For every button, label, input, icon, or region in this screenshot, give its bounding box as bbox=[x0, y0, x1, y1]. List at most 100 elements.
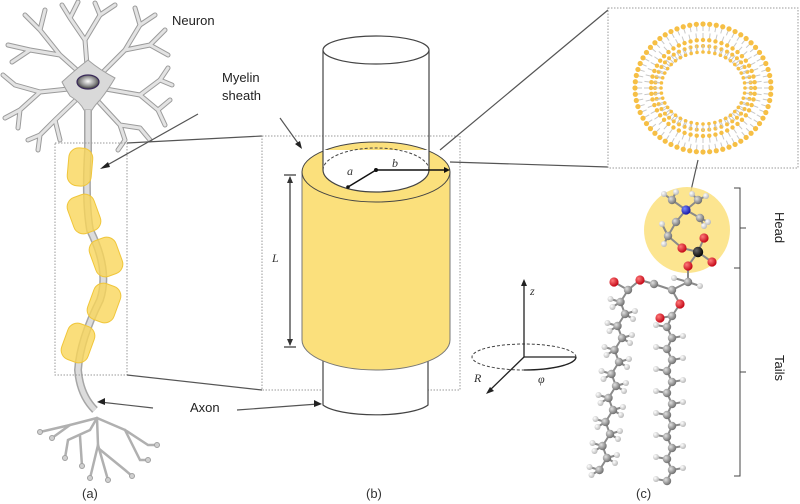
hydrogen-atom bbox=[623, 380, 629, 386]
lipid-head bbox=[662, 60, 667, 65]
lipid-head bbox=[632, 79, 638, 85]
lipid-head bbox=[657, 35, 663, 42]
lipid-head bbox=[687, 22, 693, 28]
lipid-head bbox=[723, 116, 728, 121]
panel-c-lipid: Head Tails (c) bbox=[586, 7, 799, 501]
lipid-head bbox=[730, 52, 735, 57]
lipid-head bbox=[693, 21, 699, 27]
lipid-head bbox=[676, 43, 682, 48]
carbon-atom bbox=[598, 441, 607, 451]
lipid-head bbox=[659, 65, 664, 69]
lipid-head bbox=[739, 53, 745, 59]
lipid-head bbox=[683, 53, 688, 58]
carbon-atom bbox=[662, 388, 672, 398]
symbol-L: L bbox=[271, 251, 279, 265]
lipid-head bbox=[735, 49, 740, 55]
lipid-head bbox=[752, 91, 757, 96]
carbon-atom bbox=[667, 311, 677, 321]
lipid-head bbox=[666, 49, 671, 55]
lipid-head bbox=[669, 109, 674, 114]
hydrogen-atom bbox=[598, 368, 605, 374]
lipid-head bbox=[694, 133, 699, 138]
lipid-head bbox=[724, 43, 730, 48]
hydrogen-atom bbox=[680, 443, 686, 449]
lipid-head bbox=[720, 24, 726, 30]
lipid-head bbox=[742, 107, 747, 111]
lipid-head bbox=[730, 125, 735, 130]
lipid-head bbox=[743, 58, 748, 63]
lipid-head bbox=[725, 49, 729, 54]
hydrogen-atom bbox=[653, 476, 659, 482]
lipid-head bbox=[680, 24, 686, 30]
lipid-head bbox=[718, 53, 723, 58]
lipid-head bbox=[752, 85, 758, 91]
lipid-head bbox=[763, 109, 769, 116]
hydrogen-atom bbox=[618, 412, 624, 418]
lipid-head bbox=[635, 66, 641, 73]
lipid-head bbox=[640, 55, 646, 61]
lipid-head bbox=[635, 103, 641, 110]
lipid-head bbox=[768, 91, 774, 97]
lipid-head bbox=[743, 113, 748, 118]
lipid-head bbox=[689, 51, 693, 56]
lipid-head bbox=[653, 91, 658, 96]
hydrogen-atom bbox=[624, 364, 630, 370]
hydrogen-atom bbox=[629, 332, 635, 338]
panel-b-myelin-cylinder: a b L Axon z R φ (b) bbox=[190, 35, 577, 501]
lipid-head bbox=[643, 49, 650, 56]
oxygen-atom bbox=[677, 243, 687, 253]
hydrogen-atom bbox=[653, 344, 659, 350]
oxygen-atom bbox=[707, 257, 717, 267]
lipid-head bbox=[687, 148, 693, 154]
myelin-segments bbox=[60, 147, 124, 364]
lipid-head bbox=[647, 44, 654, 50]
lipid-head bbox=[746, 63, 752, 68]
lipid-head bbox=[677, 49, 681, 54]
lipid-head bbox=[637, 109, 643, 116]
lipid-head bbox=[695, 50, 699, 55]
lipid-head bbox=[741, 76, 746, 80]
nucleus bbox=[76, 74, 100, 90]
hydrogen-atom bbox=[661, 191, 667, 197]
hydrogen-atom bbox=[601, 344, 608, 350]
lipid-head bbox=[741, 96, 746, 100]
lipid-head bbox=[713, 120, 717, 125]
hydrogen-atom bbox=[595, 392, 602, 398]
label-axon: Axon bbox=[190, 400, 220, 415]
lipid-head bbox=[633, 97, 639, 104]
lipid-head bbox=[719, 130, 724, 136]
hydrogen-atom bbox=[653, 388, 659, 394]
lipid-head bbox=[728, 58, 733, 63]
lipid-head bbox=[667, 115, 672, 120]
lipid-head bbox=[662, 111, 667, 116]
lipid-head bbox=[678, 55, 683, 60]
carbon-atom bbox=[662, 454, 672, 464]
lipid-head bbox=[652, 40, 658, 46]
head-tail-brackets bbox=[734, 187, 746, 477]
carbon-atom bbox=[614, 357, 624, 367]
label-tails: Tails bbox=[772, 355, 787, 382]
lipid-head bbox=[666, 121, 671, 127]
hydrogen-atom bbox=[600, 376, 607, 382]
zoom-box-b bbox=[261, 135, 461, 391]
lipid-head bbox=[700, 21, 706, 27]
lipid-head bbox=[632, 91, 638, 97]
lipid-head bbox=[732, 28, 738, 35]
caption-a: (a) bbox=[82, 486, 98, 501]
lipid-head bbox=[725, 122, 729, 127]
lipid-head bbox=[742, 65, 747, 69]
hydrogen-atom bbox=[653, 410, 659, 416]
myelin-cylinder bbox=[301, 171, 451, 371]
lipid-head bbox=[667, 56, 672, 61]
lipid-head bbox=[713, 51, 717, 56]
carbon-atom bbox=[667, 285, 677, 295]
lipid-head bbox=[653, 80, 658, 85]
lipid-head bbox=[749, 102, 754, 108]
lipid-head bbox=[701, 122, 705, 126]
carbon-atom bbox=[667, 333, 677, 343]
lipid-head bbox=[720, 146, 726, 152]
lipid-head bbox=[751, 74, 756, 79]
lipid-head bbox=[674, 144, 680, 150]
lipid-head bbox=[765, 66, 771, 73]
